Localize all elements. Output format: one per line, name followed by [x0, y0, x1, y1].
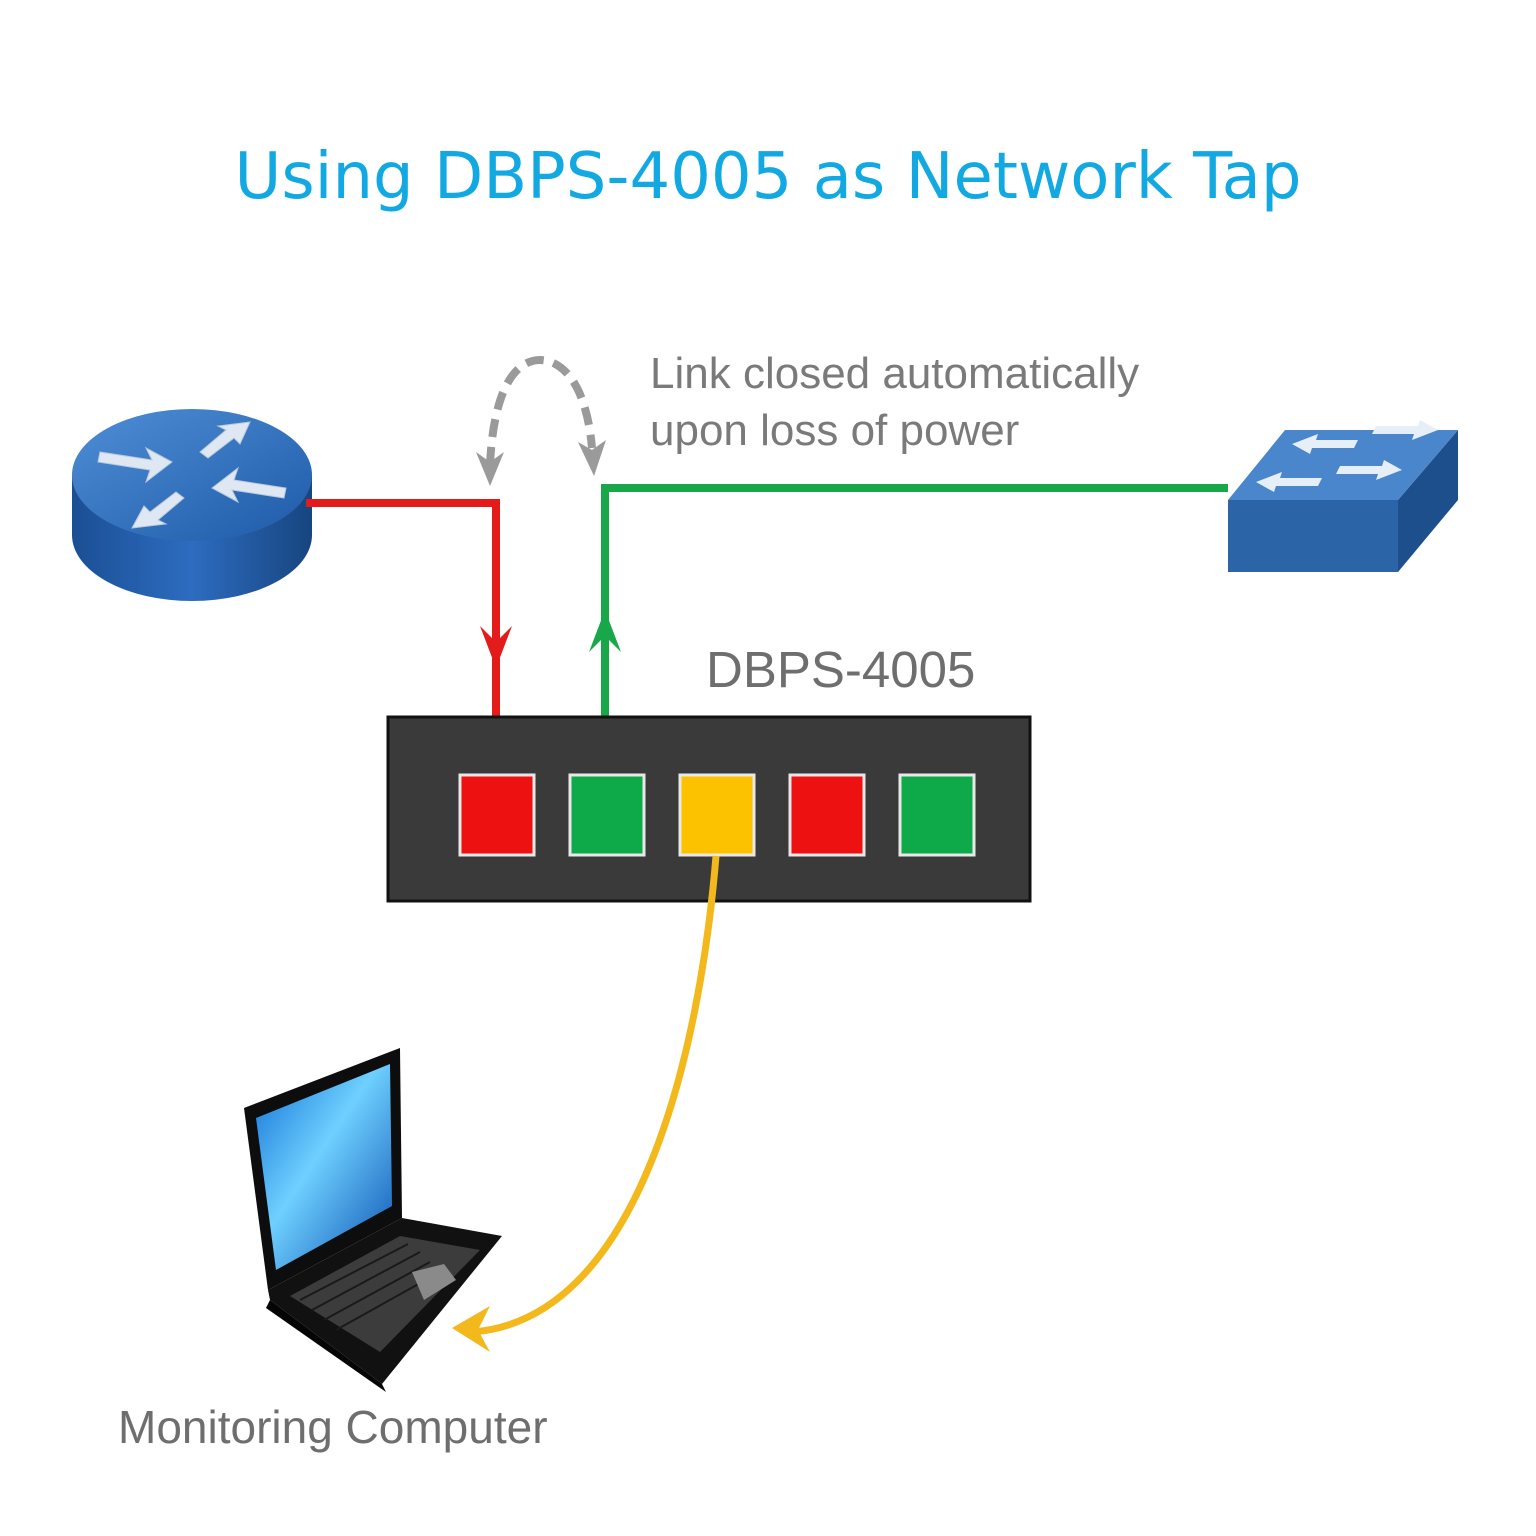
port-1 — [458, 773, 536, 857]
router-icon — [72, 409, 312, 601]
monitoring-computer-label: Monitoring Computer — [118, 1401, 548, 1453]
yellow-link — [452, 855, 720, 1352]
laptop-icon — [244, 1048, 502, 1392]
port-5 — [898, 773, 976, 857]
device-label: DBPS-4005 — [706, 641, 976, 698]
port-2 — [568, 773, 646, 857]
port-4 — [788, 773, 866, 857]
red-link — [306, 499, 512, 775]
bypass-annotation: Link closed automatically upon loss of p… — [650, 345, 1139, 459]
device-ports — [458, 773, 976, 857]
green-link — [589, 484, 1228, 775]
annotation-line-2: upon loss of power — [650, 406, 1020, 455]
diagram-title: Using DBPS-4005 as Network Tap — [234, 140, 1302, 214]
bypass-dashed-arrow — [476, 355, 606, 486]
port-3 — [678, 773, 756, 857]
annotation-line-1: Link closed automatically — [650, 349, 1140, 398]
network-switch-icon — [1228, 420, 1458, 572]
